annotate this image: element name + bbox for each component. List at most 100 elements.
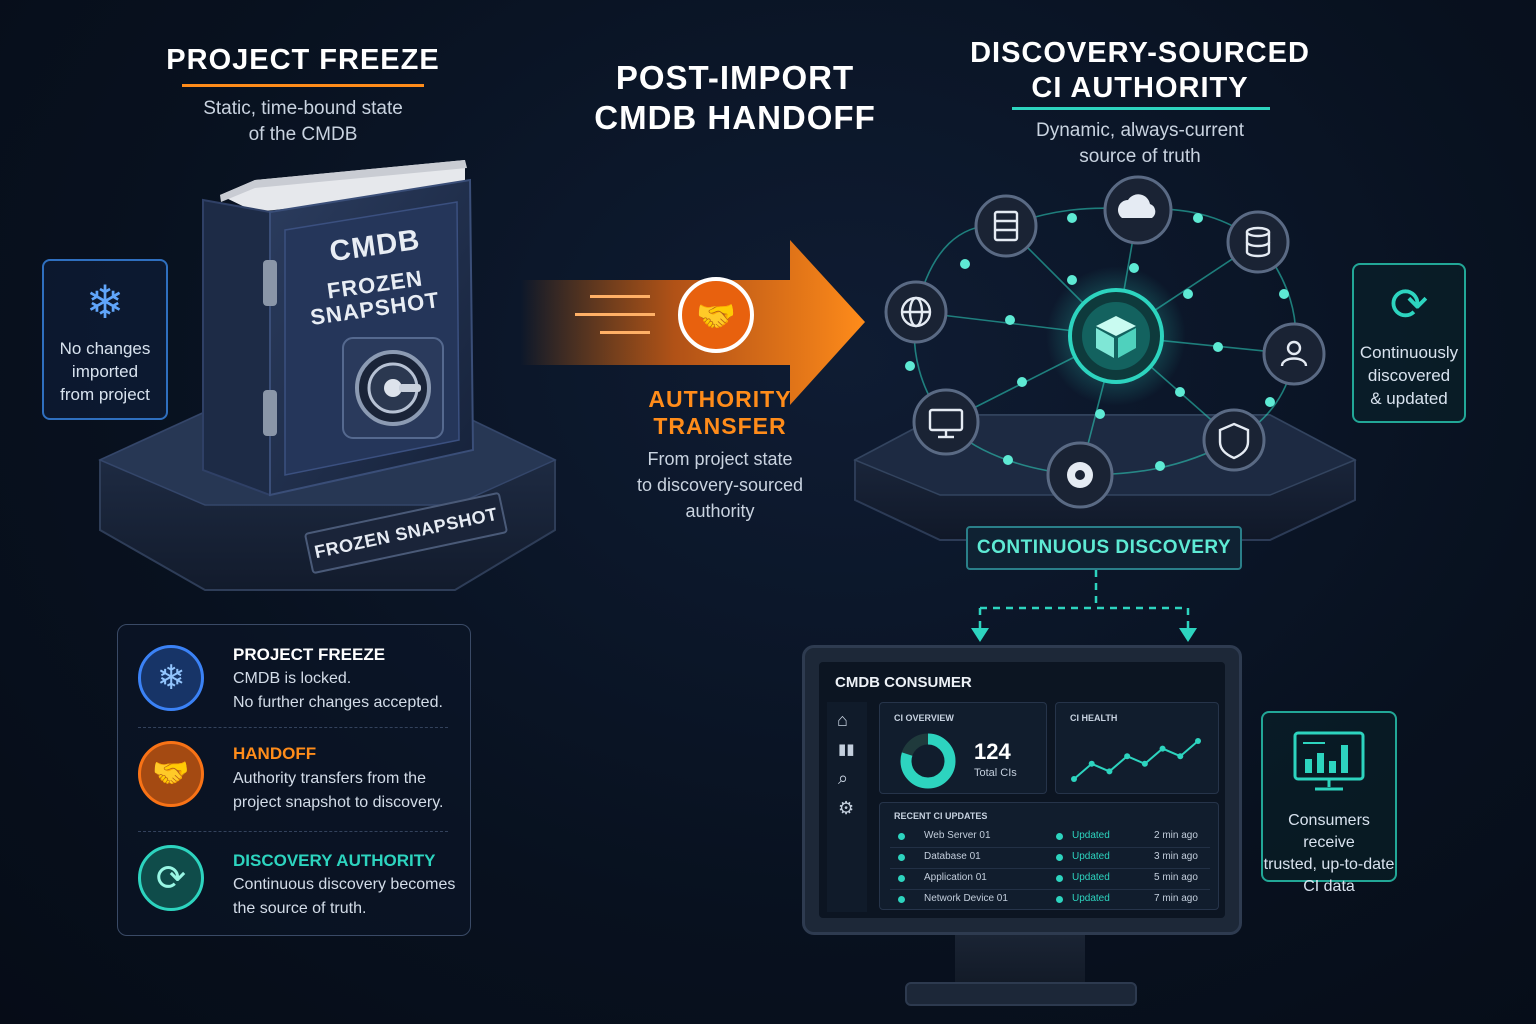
row-ci-name: Application 01 bbox=[924, 872, 987, 883]
authority-transfer-label: AUTHORITY TRANSFER bbox=[620, 386, 820, 440]
row-status-dot bbox=[898, 833, 905, 840]
continuous-discovery-text: CONTINUOUS DISCOVERY bbox=[976, 537, 1232, 558]
row-updated-dot bbox=[1056, 854, 1063, 861]
snowflake-icon: ❄ bbox=[138, 645, 204, 711]
monitor-chart-icon bbox=[1293, 731, 1365, 791]
handoff-title-line1: POST-IMPORT bbox=[615, 59, 855, 96]
sync-icon: ⟳ bbox=[138, 845, 204, 911]
discovery-to-consumer-connector bbox=[971, 570, 1197, 642]
continuously-line2: discovered bbox=[1367, 366, 1451, 385]
cmdb-consumer-monitor: CMDB CONSUMER ⌂ ▮▮ ⌕ ⚙ CI OVERVIEW 124 T… bbox=[802, 645, 1242, 935]
handoff-title: POST-IMPORT CMDB HANDOFF bbox=[590, 58, 880, 138]
recent-updates-title: RECENT CI UPDATES bbox=[894, 811, 988, 821]
authority-transfer-desc-2: to discovery-sourced bbox=[636, 475, 804, 495]
dashboard-screen: CMDB CONSUMER ⌂ ▮▮ ⌕ ⚙ CI OVERVIEW 124 T… bbox=[819, 662, 1225, 918]
discovery-network bbox=[853, 175, 1357, 541]
total-ci-label: Total CIs bbox=[974, 767, 1017, 779]
monitor-stand bbox=[955, 935, 1085, 985]
health-point bbox=[1106, 768, 1113, 775]
health-point bbox=[1088, 760, 1095, 767]
dashboard-title: CMDB CONSUMER bbox=[835, 674, 972, 691]
discovery-subtitle-line2: source of truth bbox=[1079, 146, 1201, 167]
bar-chart-icon[interactable]: ▮▮ bbox=[838, 741, 855, 758]
snowflake-icon: ❄ bbox=[85, 276, 125, 328]
consumers-line3: CI data bbox=[1303, 878, 1355, 895]
legend-text-handoff-2: project snapshot to discovery. bbox=[233, 794, 444, 811]
row-time: 2 min ago bbox=[1154, 830, 1198, 841]
home-icon[interactable]: ⌂ bbox=[837, 710, 848, 730]
no-changes-line2: imported bbox=[71, 362, 139, 381]
project-freeze-subtitle-line2: of the CMDB bbox=[248, 124, 358, 145]
ci-donut-arc bbox=[900, 733, 956, 789]
table-row[interactable]: Network Device 01 Updated 7 min ago bbox=[890, 890, 1210, 910]
legend-title-discovery-authority: DISCOVERY AUTHORITY bbox=[233, 851, 436, 870]
consumers-note: Consumers receive trusted, up-to-date CI… bbox=[1261, 711, 1397, 895]
consumers-line2: trusted, up-to-date bbox=[1263, 856, 1395, 873]
discovery-subtitle-line1: Dynamic, always-current bbox=[1036, 120, 1244, 141]
no-changes-line3: from project bbox=[60, 385, 150, 404]
discovery-title-line1: DISCOVERY-SOURCED bbox=[970, 37, 1310, 69]
ci-health-chart bbox=[1071, 738, 1201, 782]
sync-icon: ⟳ bbox=[1389, 278, 1429, 330]
row-time: 5 min ago bbox=[1154, 872, 1198, 883]
legend-text-discovery-2: the source of truth. bbox=[233, 900, 367, 917]
legend-text-project-freeze-1: CMDB is locked. bbox=[233, 670, 352, 687]
authority-transfer-arrow bbox=[520, 240, 865, 405]
authority-transfer-desc-3: authority bbox=[685, 501, 755, 521]
row-status: Updated bbox=[1072, 893, 1110, 904]
legend-divider bbox=[138, 831, 448, 832]
row-ci-name: Database 01 bbox=[924, 851, 981, 862]
handoff-title-line2: CMDB HANDOFF bbox=[594, 99, 876, 136]
gear-icon[interactable]: ⚙ bbox=[838, 798, 855, 818]
consumers-line1: Consumers receive bbox=[1288, 812, 1370, 851]
legend-title-handoff: HANDOFF bbox=[233, 744, 317, 763]
row-ci-name: Network Device 01 bbox=[924, 893, 1008, 904]
continuous-discovery-label: CONTINUOUS DISCOVERY bbox=[966, 526, 1242, 570]
total-ci-value: 124 bbox=[974, 739, 1011, 764]
continuously-line3: & updated bbox=[1370, 389, 1448, 408]
search-icon[interactable]: ⌕ bbox=[838, 768, 849, 788]
project-freeze-title: PROJECT FREEZE bbox=[166, 44, 440, 76]
dashboard-sidebar: ⌂ ▮▮ ⌕ ⚙ bbox=[827, 702, 867, 912]
no-changes-line1: No changes bbox=[59, 339, 151, 358]
project-freeze-subtitle-line1: Static, time-bound state bbox=[203, 98, 403, 119]
ci-health-title: CI HEALTH bbox=[1070, 713, 1118, 723]
ci-health-panel: CI HEALTH bbox=[1055, 702, 1219, 794]
ci-overview-panel: CI OVERVIEW 124 Total CIs bbox=[879, 702, 1047, 794]
row-status-dot bbox=[898, 854, 905, 861]
project-freeze-underline bbox=[182, 84, 424, 87]
authority-transfer-desc: From project state to discovery-sourced … bbox=[600, 446, 840, 524]
monitor-base bbox=[905, 982, 1137, 1006]
ci-donut-chart bbox=[900, 733, 956, 789]
health-point bbox=[1177, 753, 1184, 760]
legend-text-project-freeze-2: No further changes accepted. bbox=[233, 694, 443, 711]
health-point bbox=[1195, 738, 1201, 744]
row-status: Updated bbox=[1072, 872, 1110, 883]
authority-transfer-line2: TRANSFER bbox=[653, 413, 787, 439]
no-changes-note: ❄ No changes imported from project bbox=[42, 259, 168, 420]
discovery-title: DISCOVERY-SOURCED CI AUTHORITY bbox=[960, 36, 1320, 106]
row-updated-dot bbox=[1056, 875, 1063, 882]
row-status: Updated bbox=[1072, 830, 1110, 841]
row-updated-dot bbox=[1056, 833, 1063, 840]
row-status-dot bbox=[898, 875, 905, 882]
handshake-icon: 🤝 bbox=[138, 741, 204, 807]
authority-transfer-desc-1: From project state bbox=[647, 449, 793, 469]
discovery-subtitle: Dynamic, always-current source of truth bbox=[990, 118, 1290, 170]
health-line bbox=[1073, 740, 1199, 780]
ci-overview-title: CI OVERVIEW bbox=[894, 713, 954, 723]
health-point bbox=[1159, 745, 1166, 752]
continuously-discovered-note: ⟳ Continuously discovered & updated bbox=[1352, 263, 1466, 423]
project-freeze-subtitle: Static, time-bound state of the CMDB bbox=[150, 96, 456, 148]
health-point bbox=[1141, 760, 1148, 767]
health-point bbox=[1124, 753, 1131, 760]
discovery-underline bbox=[1012, 107, 1270, 110]
row-time: 7 min ago bbox=[1154, 893, 1198, 904]
row-status: Updated bbox=[1072, 851, 1110, 862]
table-row[interactable]: Application 01 Updated 5 min ago bbox=[890, 869, 1210, 890]
row-updated-dot bbox=[1056, 896, 1063, 903]
legend-divider bbox=[138, 727, 448, 728]
